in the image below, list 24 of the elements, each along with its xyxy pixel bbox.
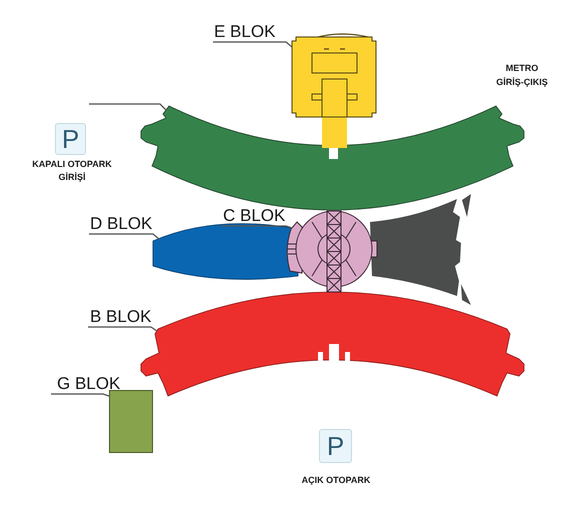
sign-letter: P — [62, 126, 80, 152]
building-footprint — [369, 193, 472, 306]
parking-sign — [55, 123, 86, 155]
building-footprint — [152, 222, 299, 281]
block-label: G BLOK — [51, 377, 120, 394]
leader-line — [88, 326, 158, 332]
sign-caption: KAPALI OTOPARK GİRİŞİ — [31, 158, 113, 184]
building-footprint — [109, 390, 153, 453]
block-label: B BLOK — [88, 310, 152, 327]
parking-sign — [319, 429, 352, 463]
leader-line — [51, 393, 110, 397]
leader-line — [221, 225, 292, 229]
building-footprint — [140, 105, 526, 211]
block-label: C BLOK — [221, 209, 286, 226]
leader-line — [89, 103, 166, 110]
leader-line — [89, 233, 160, 240]
block-label: D BLOK — [89, 217, 152, 234]
sign-letter: P — [326, 433, 344, 459]
sign-caption: AÇIK OTOPARK — [300, 474, 372, 487]
map-label: METRO GİRİŞ-ÇIKIŞ — [495, 62, 549, 89]
leader-line — [213, 41, 292, 48]
building-footprint — [291, 32, 378, 149]
block-label: E BLOK — [213, 25, 276, 42]
building-footprint — [285, 210, 378, 293]
